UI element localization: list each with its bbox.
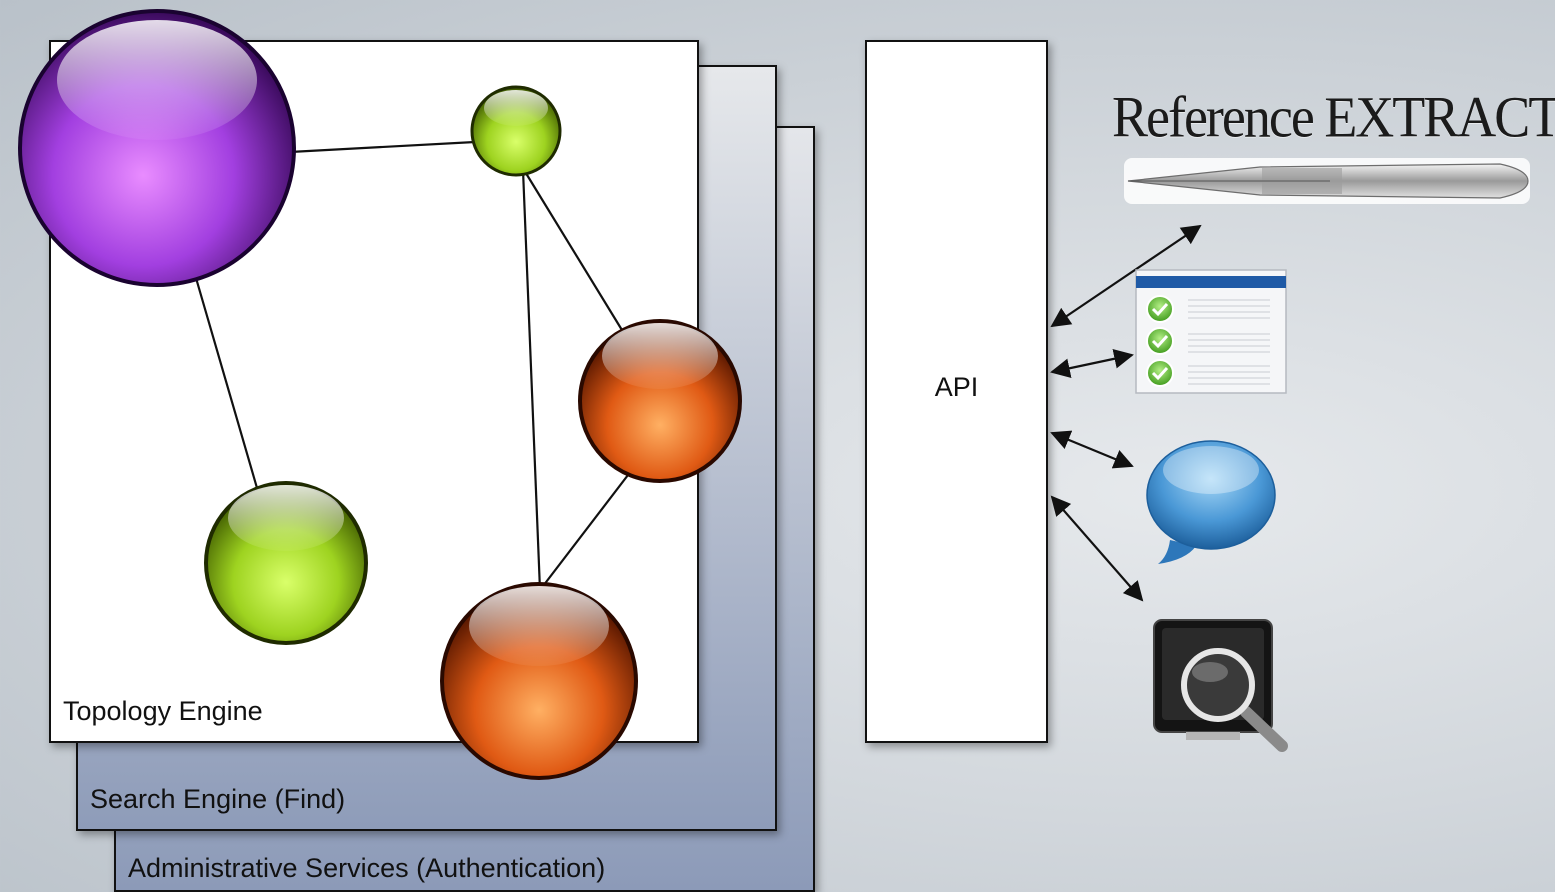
- api-arrow: [1050, 495, 1144, 602]
- monitor-search-icon: [1153, 619, 1288, 752]
- edge: [539, 474, 629, 591]
- checklist-icon: [1135, 269, 1287, 394]
- api-arrow: [1050, 430, 1134, 469]
- admin-layer-label: Administrative Services (Authentication): [128, 853, 606, 883]
- node-orange-bottom: [440, 582, 638, 780]
- node-purple-large: [18, 9, 296, 287]
- edge: [521, 169, 542, 591]
- tweezers-icon: [1124, 158, 1530, 204]
- api-arrow: [1050, 349, 1134, 378]
- node-orange-right: [578, 319, 742, 483]
- brand-logo-text: Reference EXTRACT: [1112, 84, 1555, 150]
- api-box: API: [865, 40, 1048, 743]
- graph-edges: [194, 140, 629, 591]
- chat-bubble-icon: [1146, 440, 1276, 564]
- node-green-bottom: [204, 481, 368, 645]
- api-connectors: [1050, 224, 1202, 602]
- edge: [289, 140, 476, 154]
- edge: [523, 169, 626, 336]
- node-green-small: [470, 85, 562, 177]
- api-label: API: [934, 372, 979, 402]
- search-layer-label: Search Engine (Find): [90, 784, 346, 814]
- api-arrow: [1050, 224, 1202, 328]
- edge: [194, 277, 259, 489]
- topology-layer-label: Topology Engine: [63, 696, 263, 726]
